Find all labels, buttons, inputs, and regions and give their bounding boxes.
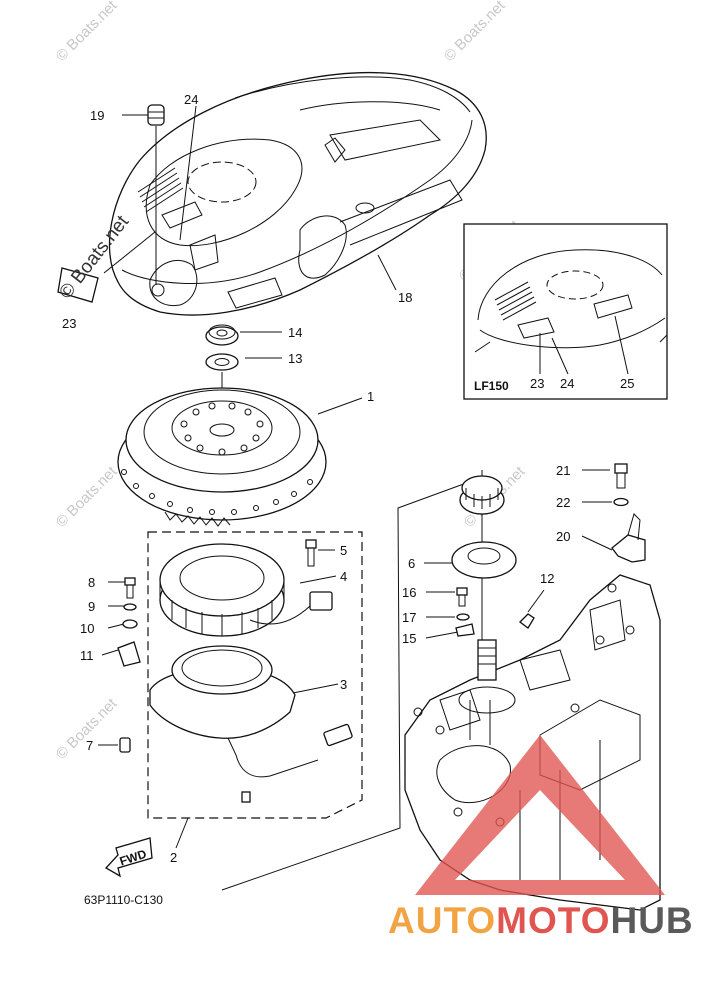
watermark: © Boats.net [441,0,509,65]
callout: 14 [288,325,302,340]
watermark: © Boats.net [53,0,121,65]
callout: 6 [408,556,415,571]
callout: 16 [402,585,416,600]
small-parts-right [455,587,475,637]
callout: 24 [184,92,198,107]
callouts: 19 24 23 18 14 13 1 5 4 8 9 10 11 3 7 2 … [62,92,634,865]
brand-part-auto: AUTO [388,900,497,941]
assembly-box [147,531,363,819]
flywheel [117,387,327,527]
drive-plate [451,541,517,579]
brand-part-hub: HUB [610,900,694,941]
callout: 8 [88,575,95,590]
watermark: © Boats.net [53,463,121,531]
flywheel-holes [121,402,313,515]
callout: 21 [556,463,570,478]
callout: 17 [402,610,416,625]
inset-detail: LF150 [463,223,668,400]
brand-triangle [415,735,665,895]
leader-lines [98,105,613,849]
stator [159,543,333,637]
callout: 7 [86,738,93,753]
callout: 10 [80,621,94,636]
callout: 2 [170,850,177,865]
small-parts-left [117,577,141,667]
drive-gear [459,475,505,515]
label-23 [57,267,99,303]
callout: 11 [80,648,94,663]
callout: 19 [90,108,104,123]
grommet-19 [147,104,165,126]
sensor-group [611,463,646,563]
inset-label: LF150 [474,379,509,393]
screw-5 [305,539,317,567]
callout: 4 [340,569,347,584]
callout: 9 [88,599,95,614]
divider-line [221,477,481,891]
callout: 12 [540,571,554,586]
callout: 23 [62,316,76,331]
callout: 22 [556,495,570,510]
callout: 23 [530,376,544,391]
brand-part-moto: MOTO [496,900,611,941]
stator-base [119,645,353,803]
callout: 15 [402,631,416,646]
callout: 25 [620,376,634,391]
flywheel-cover [108,71,487,316]
brand-logo: AUTOMOTOHUB [388,900,694,942]
callout: 5 [340,543,347,558]
callout: 13 [288,351,302,366]
callout: 1 [367,389,374,404]
key-12 [519,613,535,629]
nut-14 [205,324,239,346]
callout: 3 [340,677,347,692]
callout: 24 [560,376,574,391]
washer-13 [205,353,239,371]
crankshaft [477,639,497,681]
callout: 18 [398,290,412,305]
fwd-arrow: FWD [104,837,153,878]
callout: 20 [556,529,570,544]
diagram-code: 63P1110-C130 [84,893,163,907]
